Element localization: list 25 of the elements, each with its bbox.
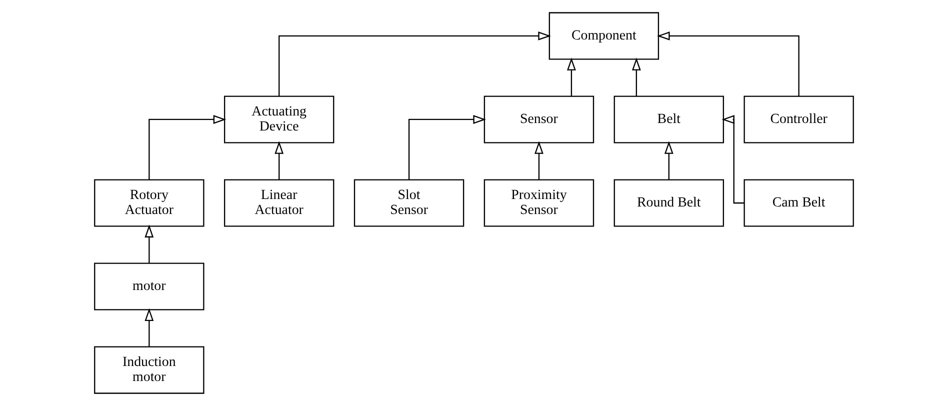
arrow xyxy=(632,58,641,96)
arrow xyxy=(144,308,154,347)
arrow xyxy=(408,115,486,180)
arrow xyxy=(148,115,226,180)
node-box: Round Belt xyxy=(614,179,724,227)
arrow xyxy=(722,115,744,204)
arrow xyxy=(278,31,551,96)
arrow xyxy=(144,224,154,264)
node-box: Slot Sensor xyxy=(354,179,464,227)
node-box: Actuating Device xyxy=(224,96,334,144)
node-box: Rotory Actuator xyxy=(94,179,204,227)
arrow xyxy=(274,141,284,180)
node-box: Induction motor xyxy=(94,346,204,394)
node-box: Sensor xyxy=(484,96,594,144)
node-box: motor xyxy=(94,262,204,310)
arrow xyxy=(534,141,544,180)
node-box: Linear Actuator xyxy=(224,179,334,227)
node-box: Cam Belt xyxy=(744,179,854,227)
arrow xyxy=(566,58,576,96)
arrow xyxy=(656,31,800,96)
node-box: Component xyxy=(548,12,660,60)
node-box: Proximity Sensor xyxy=(484,179,594,227)
arrow xyxy=(664,141,674,180)
node-box: Belt xyxy=(614,96,724,144)
node-box: Controller xyxy=(744,96,854,144)
